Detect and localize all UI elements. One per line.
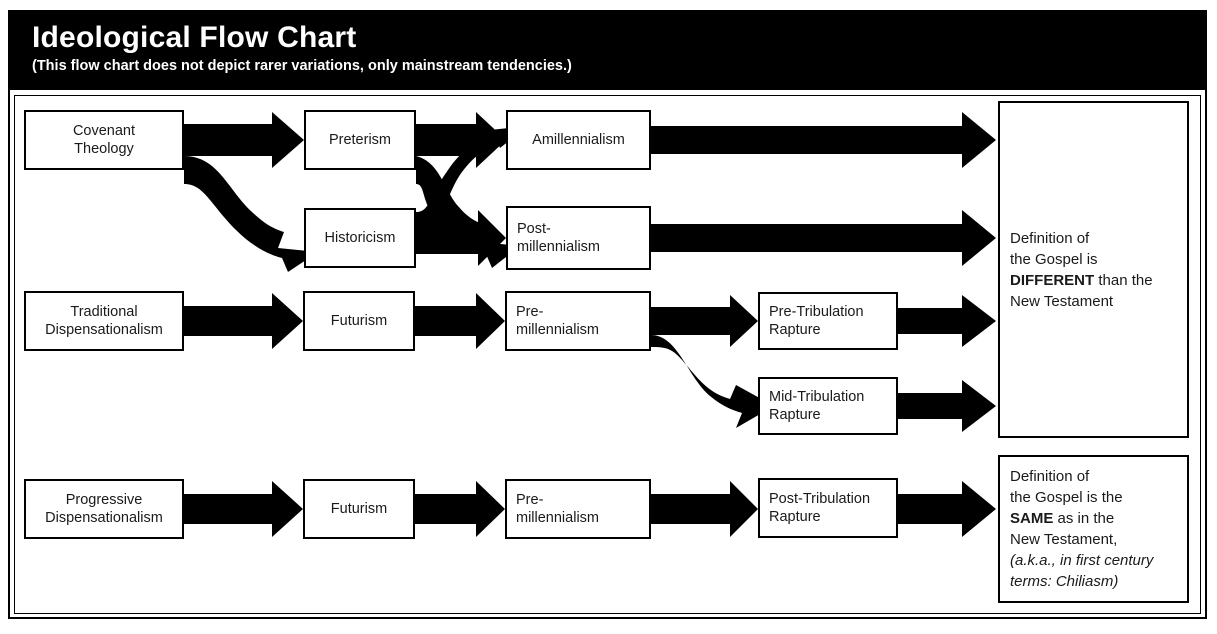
panel-different-line-4: New Testament <box>1010 292 1114 310</box>
panel-different-line-2: the Gospel is <box>1010 250 1098 268</box>
arrow-amillennialism-to-panel <box>650 112 996 168</box>
arrow-historicism-to-postmillennialism <box>416 210 506 266</box>
panel-same-line-6: terms: Chiliasm) <box>1010 571 1153 592</box>
panel-same-line-4: New Testament, <box>1010 531 1118 548</box>
arrow-postmillennialism-to-panel <box>651 210 996 266</box>
title-banner: Ideological Flow Chart (This flow chart … <box>10 12 1205 90</box>
arrow-premillennialism-to-posttrib <box>651 481 758 537</box>
page-subtitle: (This flow chart does not depict rarer v… <box>32 58 572 74</box>
panel-same-line-3: SAME as in the <box>1010 508 1153 529</box>
node-progressive-dispensationalism[interactable]: Progressive Dispensationalism <box>24 479 184 539</box>
node-futurism-progressive[interactable]: Futurism <box>303 479 415 539</box>
arrow-covenant-to-preterism <box>184 112 304 168</box>
node-pre-millennialism-progressive[interactable]: Pre- millennialism <box>505 479 651 539</box>
panel-same-line-5-italic: (a.k.a., in first century <box>1010 552 1154 569</box>
node-post-millennialism[interactable]: Post- millennialism <box>506 206 651 270</box>
outer-frame <box>8 10 1207 619</box>
panel-different-line-3-rest: than the <box>1094 271 1153 289</box>
panel-different-line-1: Definition of <box>1010 229 1090 247</box>
panel-same-line-3-rest: as in the <box>1053 510 1115 527</box>
node-pre-tribulation-rapture[interactable]: Pre-Tribulation Rapture <box>758 292 898 350</box>
panel-gospel-different[interactable]: Definition of the Gospel is DIFFERENT th… <box>998 101 1189 438</box>
arrow-progressive-to-futurism <box>184 481 303 537</box>
node-mid-tribulation-rapture[interactable]: Mid-Tribulation Rapture <box>758 377 898 435</box>
arrow-traditional-to-futurism <box>184 293 303 349</box>
panel-same-line-2: the Gospel is the <box>1010 489 1123 506</box>
panel-same-emphasis: SAME <box>1010 510 1054 527</box>
arrow-midtrib-to-panel <box>898 380 996 432</box>
node-pre-millennialism-traditional[interactable]: Pre- millennialism <box>505 291 651 351</box>
node-amillennialism[interactable]: Amillennialism <box>506 110 651 170</box>
arrow-futurism-to-premillennialism <box>415 293 505 349</box>
arrow-posttrib-to-panel <box>898 481 996 537</box>
panel-different-line-3: DIFFERENT than the <box>1010 270 1153 291</box>
panel-different-emphasis: DIFFERENT <box>1010 271 1095 289</box>
panel-same-line-5: (a.k.a., in first century <box>1010 550 1153 571</box>
arrow-covenant-to-historicism <box>184 156 318 272</box>
node-traditional-dispensationalism[interactable]: Traditional Dispensationalism <box>24 291 184 351</box>
node-post-tribulation-rapture[interactable]: Post-Tribulation Rapture <box>758 478 898 538</box>
node-covenant-theology[interactable]: Covenant Theology <box>24 110 184 170</box>
panel-different-text: Definition of the Gospel is DIFFERENT th… <box>1010 228 1153 312</box>
panel-same-text: Definition of the Gospel is the SAME as … <box>1010 466 1153 592</box>
page-title: Ideological Flow Chart <box>32 21 357 54</box>
arrow-premillennialism-to-midtrib <box>651 335 774 428</box>
panel-same-line-1: Definition of <box>1010 468 1090 485</box>
node-futurism-traditional[interactable]: Futurism <box>303 291 415 351</box>
arrow-futurism-to-premillennialism-bottom <box>415 481 505 537</box>
panel-same-line-6-italic: terms: Chiliasm) <box>1010 573 1119 590</box>
node-preterism[interactable]: Preterism <box>304 110 416 170</box>
arrow-premillennialism-to-pretrib <box>651 295 758 347</box>
arrow-pretrib-to-panel <box>898 295 996 347</box>
panel-gospel-same[interactable]: Definition of the Gospel is the SAME as … <box>998 455 1189 603</box>
arrow-preterism-to-amillennialism <box>416 112 506 168</box>
node-historicism[interactable]: Historicism <box>304 208 416 268</box>
